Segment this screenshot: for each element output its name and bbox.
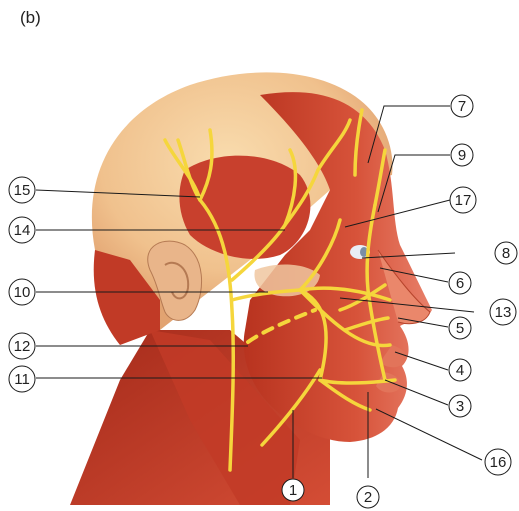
callout-16: 16 (485, 449, 511, 475)
callout-13: 13 (490, 299, 516, 325)
callout-17-label: 17 (455, 192, 472, 209)
callout-3-label: 3 (456, 398, 464, 415)
callout-15-label: 15 (14, 182, 31, 199)
callout-14: 14 (9, 217, 35, 243)
callout-5-label: 5 (456, 320, 464, 337)
callout-4-label: 4 (456, 362, 464, 379)
callout-11-label: 11 (14, 371, 30, 388)
callout-2-label: 2 (364, 489, 372, 506)
callout-12-label: 12 (14, 338, 31, 355)
callout-14-label: 14 (14, 222, 31, 239)
callout-9: 9 (451, 144, 473, 166)
callout-10: 10 (9, 279, 35, 305)
callout-1-label: 1 (289, 482, 297, 499)
callout-8-label: 8 (502, 245, 510, 262)
callout-1: 1 (282, 479, 304, 501)
callout-3: 3 (449, 395, 471, 417)
callout-11: 11 (9, 366, 35, 392)
callout-10-label: 10 (14, 284, 31, 301)
callout-7: 7 (451, 95, 473, 117)
callout-8: 8 (495, 242, 517, 264)
callout-5: 5 (449, 317, 471, 339)
callout-4: 4 (449, 359, 471, 381)
callout-6-label: 6 (456, 275, 464, 292)
callout-17: 17 (450, 187, 476, 213)
callout-16-label: 16 (490, 454, 507, 471)
callout-2: 2 (357, 486, 379, 508)
callout-12: 12 (9, 333, 35, 359)
callout-13-label: 13 (495, 304, 512, 321)
callout-6: 6 (449, 272, 471, 294)
callout-7-label: 7 (458, 98, 466, 115)
callout-15: 15 (9, 177, 35, 203)
callout-9-label: 9 (458, 147, 466, 164)
